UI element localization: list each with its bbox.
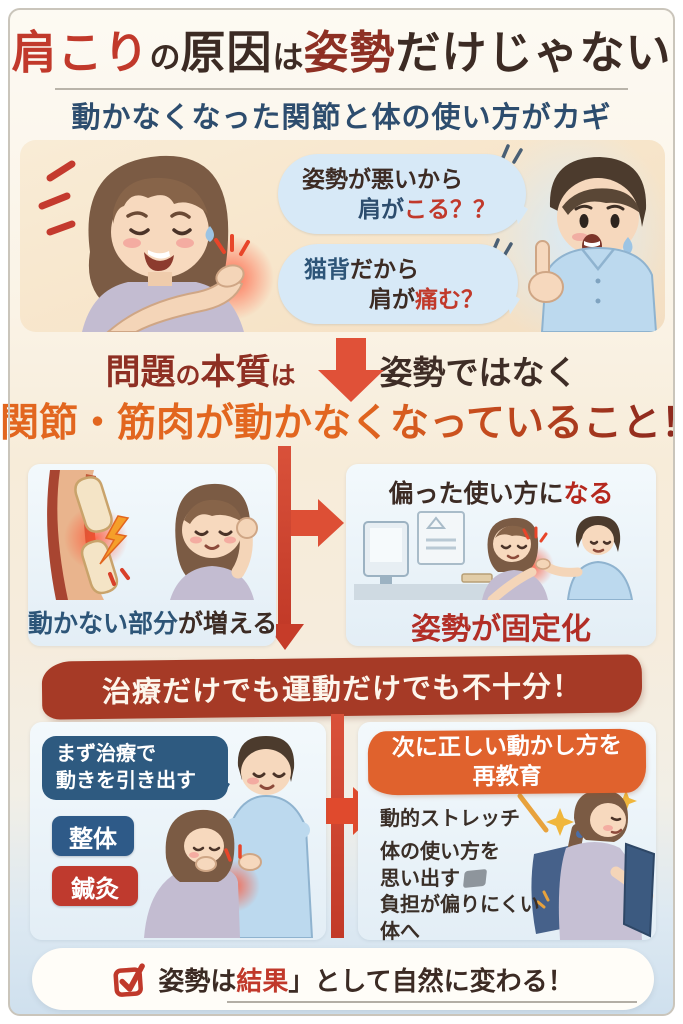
flow-vertical-line bbox=[278, 446, 291, 626]
list-item-body-use-line2: 思い出す bbox=[380, 866, 540, 892]
list-item-balanced-line2: 体へ bbox=[380, 920, 420, 943]
knee-joint-illustration bbox=[47, 470, 130, 600]
tag-shinkyu: 鍼灸 bbox=[52, 866, 138, 906]
woman-shoulder-pain-illustration bbox=[38, 155, 274, 332]
hero-section: 姿勢が悪いから 肩がこる？？ 猫背だから 肩が痛む？ bbox=[20, 140, 665, 332]
page-title: 肩こりの原因は姿勢だけじゃない bbox=[0, 24, 683, 93]
list-item-dynamic-stretch: 動的ストレッチ bbox=[380, 808, 520, 830]
title-divider bbox=[55, 88, 628, 90]
title-seg-wa: は bbox=[272, 40, 304, 75]
footer-seg-changes: 自然に変わる！ bbox=[391, 965, 574, 996]
treatment-speech-bubble: まず治療で 動きを引き出す bbox=[42, 736, 228, 800]
woman-stretching-illustration bbox=[170, 483, 258, 600]
flow-panel-fixed-posture: 偏った使い方になる bbox=[346, 464, 656, 646]
manual-therapy-illustration bbox=[144, 736, 314, 938]
reeducation-panel: 次に正しい動かし方を 再教育 動的ストレッチ 体の使い方を 思い出す 負担が偏り… bbox=[358, 722, 656, 943]
flow-left-caption: 動かない部分が増える bbox=[28, 604, 278, 640]
woman-at-laptop-illustration bbox=[517, 790, 656, 940]
footer-underline bbox=[227, 1001, 637, 1003]
reeducation-header-line1: 次に正しい動かし方を bbox=[391, 731, 622, 761]
statement-not-posture: 姿勢ではなく bbox=[379, 354, 578, 391]
statement-mondai: 問題 bbox=[105, 353, 176, 392]
checkbox-check-icon bbox=[113, 963, 146, 997]
list-item-body-use-line2-text: 思い出す bbox=[380, 867, 460, 890]
bubble2-line1-dakara: だから bbox=[350, 256, 419, 282]
statement-main: 関節・筋肉が動かなくなっていること！ bbox=[0, 392, 683, 448]
page-subtitle: 動かなくなった関節と体の使い方がカギ bbox=[71, 102, 612, 134]
treatment-bubble-line2: 動きを引き出す bbox=[56, 770, 196, 792]
sparkle-icon bbox=[615, 790, 637, 812]
bubble1-line2-stiff: こる？？ bbox=[404, 196, 496, 222]
sparkle-icon bbox=[546, 808, 574, 836]
flow-right-caption: 姿勢が固定化 bbox=[411, 613, 591, 646]
statement-line1: 問題の本質は 姿勢ではなく bbox=[0, 344, 683, 395]
reeducation-list: 動的ストレッチ 体の使い方を 思い出す 負担が偏りにくい 体へ bbox=[380, 806, 540, 945]
scribble-icon bbox=[462, 868, 488, 888]
bottom-vertical-line bbox=[331, 714, 344, 938]
caption-immobile-parts: 動かない部分 bbox=[28, 610, 179, 638]
treatment-bubble-line1: まず治療で bbox=[56, 743, 156, 765]
title-seg-shisei: 姿勢 bbox=[303, 27, 396, 78]
title-seg-no: の bbox=[149, 40, 181, 75]
reeducation-header: 次に正しい動かし方を 再教育 bbox=[367, 728, 647, 796]
down-arrow-icon bbox=[318, 338, 384, 402]
insufficient-banner: 治療だけでも運動だけでも不十分！ bbox=[41, 654, 643, 720]
footer-seg-result: 結果 bbox=[236, 965, 289, 996]
speech-bubble-posture: 姿勢が悪いから 肩がこる？？ bbox=[278, 154, 526, 234]
title-seg-katakori: 肩こり bbox=[11, 27, 150, 78]
title-seg-dakejanai: だけじゃない bbox=[395, 27, 672, 78]
pain-dash-icon bbox=[38, 160, 76, 236]
flow-branch-bar bbox=[291, 510, 318, 536]
list-item-body-use-line1: 体の使い方を bbox=[380, 841, 500, 864]
statement-wa: は bbox=[270, 362, 296, 390]
bubble2-line2-hurts: 痛む？ bbox=[415, 286, 484, 312]
bubble1-line1: 姿勢が悪いから bbox=[302, 166, 463, 192]
man-pointing-illustration bbox=[528, 157, 658, 332]
reeducation-header-line2: 再教育 bbox=[472, 762, 542, 790]
flow-right-title: 偏った使い方になる bbox=[346, 474, 656, 510]
bubble2-line2-shoulder: 肩が bbox=[369, 286, 415, 312]
flow-panel-stiff-joints: 動かない部分が増える bbox=[28, 464, 278, 646]
footer-seg-posture: 姿勢は bbox=[158, 965, 237, 996]
speech-bubble-hunchback: 猫背だから 肩が痛む？ bbox=[278, 244, 518, 324]
title-seg-genin: 原因 bbox=[180, 27, 273, 78]
pain-spark-icon bbox=[214, 234, 250, 256]
caption-biased-use: 偏った使い方に bbox=[388, 480, 564, 508]
treatment-panel: まず治療で 動きを引き出す 整体 鍼灸 bbox=[30, 722, 326, 940]
lightning-icon bbox=[99, 515, 130, 565]
footer-seg-asa: 」として bbox=[288, 965, 392, 996]
list-item-balanced-line1: 負担が偏りにくい bbox=[380, 894, 540, 917]
statement-honshitsu: 本質 bbox=[200, 353, 271, 392]
tag-seitai: 整体 bbox=[52, 816, 134, 856]
conclusion-bar: 姿勢は結果」として自然に変わる！ bbox=[32, 948, 654, 1010]
desk-scene-illustration bbox=[354, 511, 634, 600]
caption-becomes: なる bbox=[563, 480, 614, 508]
caption-increase: が増える bbox=[178, 610, 278, 638]
flow-right-arrowhead-icon bbox=[318, 499, 344, 547]
bubble2-line1-nekoze: 猫背 bbox=[304, 256, 350, 282]
statement-no: の bbox=[175, 362, 201, 390]
raised-finger-icon bbox=[528, 240, 564, 303]
bubble1-line2-shoulder: 肩が bbox=[358, 196, 404, 222]
sparkle-icon bbox=[517, 793, 549, 833]
